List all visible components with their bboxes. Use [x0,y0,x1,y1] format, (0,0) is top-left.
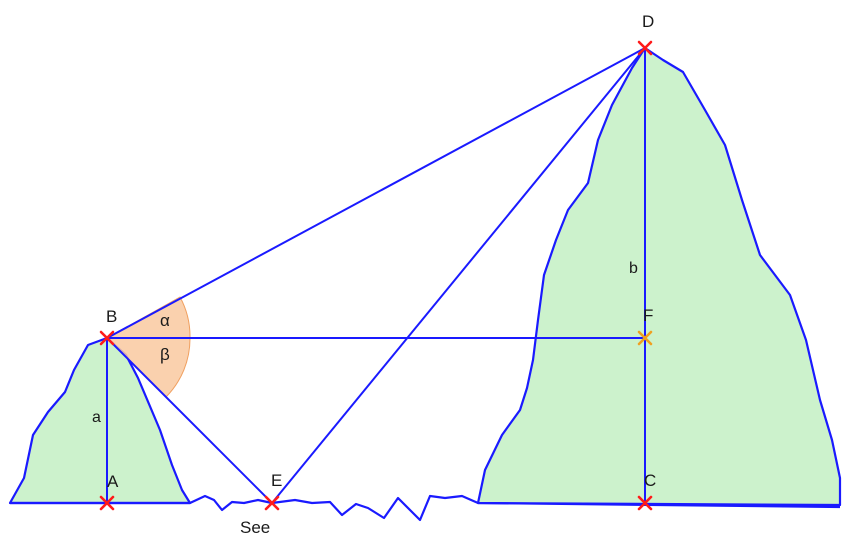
label-lake: See [240,518,270,537]
point-f-marker [637,330,653,346]
label-point-d: D [642,12,654,31]
label-point-c: C [644,471,656,490]
label-point-f: F [643,306,653,325]
point-c-marker [637,495,653,511]
label-segment-a: a [92,409,101,426]
angle-beta-sector [105,337,191,398]
point-b-marker [99,330,115,346]
label-point-a: A [107,472,119,491]
segment-b-e [106,337,273,504]
label-angle-alpha: α [160,311,170,330]
label-segment-b: b [629,260,638,277]
label-point-e: E [271,471,282,490]
point-a-marker [99,495,115,511]
point-d-marker [637,40,653,56]
label-point-b: B [106,307,117,326]
label-angle-beta: β [160,345,170,364]
right-mountain [476,46,842,507]
construction-lines [106,47,646,504]
ground-line [10,494,841,522]
point-markers [99,40,653,511]
segment-b-d [106,47,646,339]
segment-e-d [271,47,646,504]
point-e-marker [264,495,280,511]
